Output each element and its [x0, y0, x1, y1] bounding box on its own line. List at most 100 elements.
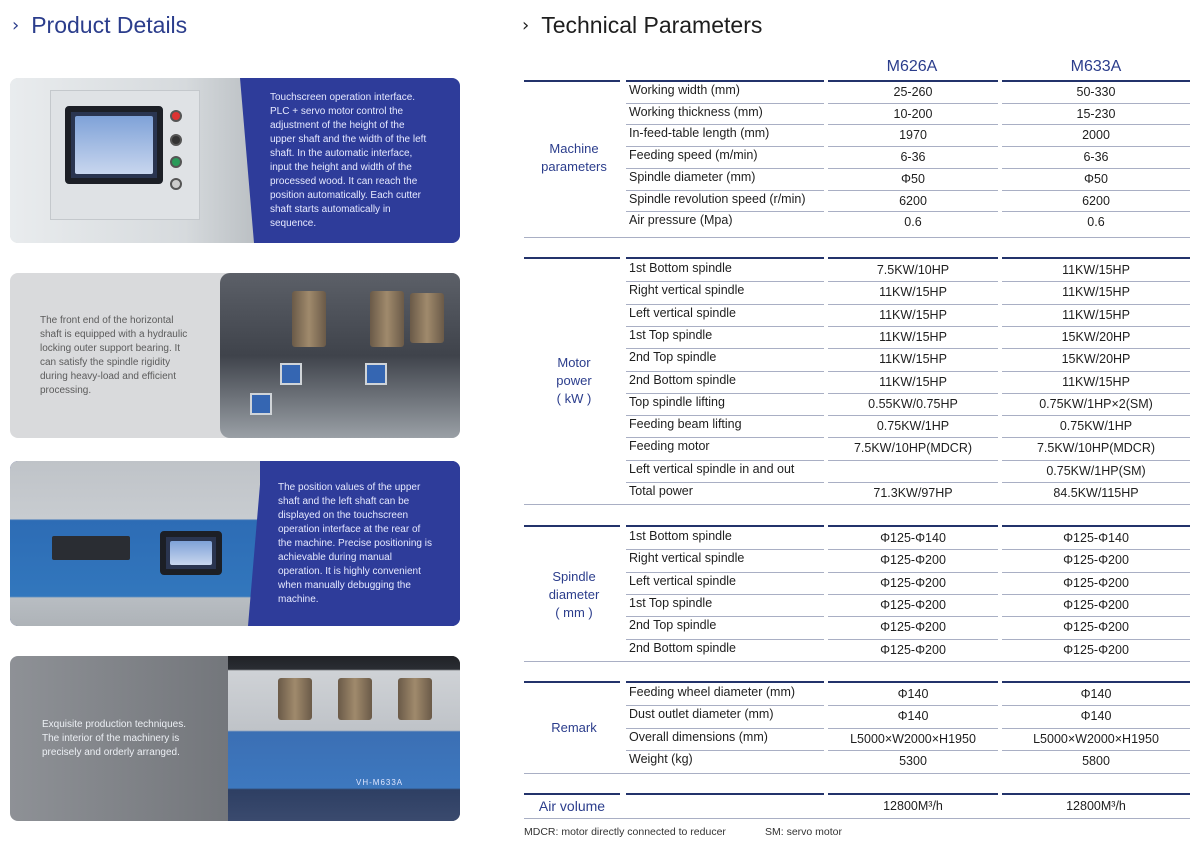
section-label-line: parameters	[541, 159, 607, 174]
section-label-line: Spindle	[552, 569, 596, 584]
row-rule	[626, 482, 824, 483]
row-rule	[828, 102, 998, 104]
value-m633a: Φ140	[1080, 687, 1112, 701]
chevron-right-icon: ›	[12, 15, 20, 36]
value-m633a: 15KW/20HP	[1061, 329, 1131, 344]
model-header-m633a: M633A	[1070, 58, 1122, 75]
row-rule	[1002, 459, 1190, 461]
row-rule	[828, 415, 998, 417]
row-rule	[828, 638, 998, 640]
value-m633a: Φ125-Φ200	[1063, 553, 1129, 568]
section-end-rule	[524, 661, 1190, 662]
value-m633a: 0.6	[1087, 215, 1105, 230]
row-rule	[828, 749, 998, 751]
value-m626a: Φ125-Φ200	[880, 642, 946, 657]
product-card-hydraulic-bearing: The front end of the horizontal shaft is…	[10, 273, 460, 438]
value-m626a: Φ125-Φ200	[880, 553, 946, 568]
card-text-panel: The front end of the horizontal shaft is…	[10, 273, 220, 438]
section-label-line: diameter	[548, 587, 600, 602]
param-name: 2nd Bottom spindle	[629, 372, 737, 387]
row-rule	[626, 749, 824, 751]
row-rule	[626, 705, 824, 707]
param-name: 1st Top spindle	[629, 327, 713, 342]
row-rule	[626, 727, 824, 729]
value-m626a: 11KW/15HP	[879, 352, 947, 367]
param-name: Feeding wheel diameter (mm)	[629, 685, 796, 699]
param-name: 2nd Top spindle	[629, 350, 717, 365]
row-rule	[626, 189, 824, 191]
row-rule	[626, 593, 824, 595]
value-m633a: 12800M³/h	[1066, 799, 1126, 813]
card-description: The front end of the horizontal shaft is…	[40, 314, 188, 396]
row-rule	[828, 727, 998, 729]
row-rule	[1002, 616, 1190, 618]
value-m633a: 11KW/15HP	[1062, 374, 1130, 389]
section-end-rule	[524, 504, 1190, 505]
value-m626a: Φ50	[901, 171, 925, 186]
product-card-touchscreen: Touchscreen operation interface. PLC + s…	[10, 78, 460, 243]
value-m626a: 0.6	[904, 215, 922, 230]
section-top-rule	[828, 793, 998, 795]
section-label-line: ( kW )	[556, 391, 592, 406]
product-card-interior: Exquisite production techniques. The int…	[10, 656, 460, 821]
row-rule	[828, 303, 998, 305]
section-label-line: power	[556, 373, 592, 388]
row-rule	[1002, 146, 1190, 148]
value-m633a: Φ125-Φ200	[1063, 575, 1129, 590]
value-m626a: 6200	[899, 193, 927, 208]
section-top-rule	[626, 257, 824, 259]
section-top-rule	[524, 257, 620, 259]
param-name: Left vertical spindle	[629, 305, 737, 320]
value-m633a: 11KW/15HP	[1062, 307, 1130, 322]
product-details-heading: › Product Details	[12, 12, 187, 39]
value-m626a: 12800M³/h	[883, 799, 943, 813]
row-rule	[828, 370, 998, 372]
section-top-rule	[828, 257, 998, 259]
param-name: Working width (mm)	[629, 83, 740, 97]
row-rule	[626, 281, 824, 283]
section-top-rule	[626, 681, 824, 683]
param-name: Left vertical spindle	[629, 573, 737, 588]
param-name: Total power	[629, 484, 693, 498]
row-rule	[1002, 167, 1190, 169]
value-m633a: Φ50	[1084, 171, 1108, 186]
header-rule	[828, 80, 998, 82]
param-name: Working thickness (mm)	[629, 104, 763, 119]
row-rule	[626, 167, 824, 169]
param-name: Right vertical spindle	[629, 551, 745, 566]
value-m633a: 0.75KW/1HP×2(SM)	[1039, 396, 1153, 411]
row-rule	[1002, 571, 1190, 573]
value-m626a: 10-200	[893, 106, 933, 121]
row-rule	[1002, 437, 1190, 439]
value-m633a: 7.5KW/10HP(MDCR)	[1036, 441, 1156, 456]
row-rule	[626, 124, 824, 126]
technical-parameters-title: Technical Parameters	[541, 12, 763, 38]
value-m633a: L5000×W2000×H1950	[1033, 731, 1159, 746]
row-rule	[1002, 348, 1190, 350]
value-m626a: 1970	[899, 128, 927, 143]
value-m633a: 5800	[1082, 753, 1110, 768]
row-rule	[1002, 415, 1190, 417]
section-end-rule	[524, 237, 1190, 238]
row-rule	[626, 303, 824, 305]
param-name: Overall dimensions (mm)	[629, 729, 768, 744]
row-rule	[828, 437, 998, 439]
row-rule	[626, 146, 824, 148]
value-m626a: 11KW/15HP	[879, 329, 947, 344]
value-m626a: 7.5KW/10HP(MDCR)	[853, 441, 973, 456]
machine-front-photo: VH-M633A	[228, 656, 460, 821]
value-m626a: Φ140	[897, 709, 929, 724]
touchscreen-photo	[10, 78, 260, 243]
footnote-sm: SM: servo motor	[765, 826, 843, 838]
row-rule	[626, 211, 824, 213]
footnote-mdcr: MDCR: motor directly connected to reduce…	[524, 826, 726, 838]
param-name: In-feed-table length (mm)	[629, 126, 770, 141]
header-rule	[626, 80, 824, 82]
param-name: 1st Bottom spindle	[629, 529, 732, 543]
param-name: Top spindle lifting	[629, 394, 725, 409]
row-rule	[626, 571, 824, 573]
row-rule	[828, 705, 998, 707]
section-top-rule	[828, 525, 998, 527]
section-top-rule	[1002, 793, 1190, 795]
